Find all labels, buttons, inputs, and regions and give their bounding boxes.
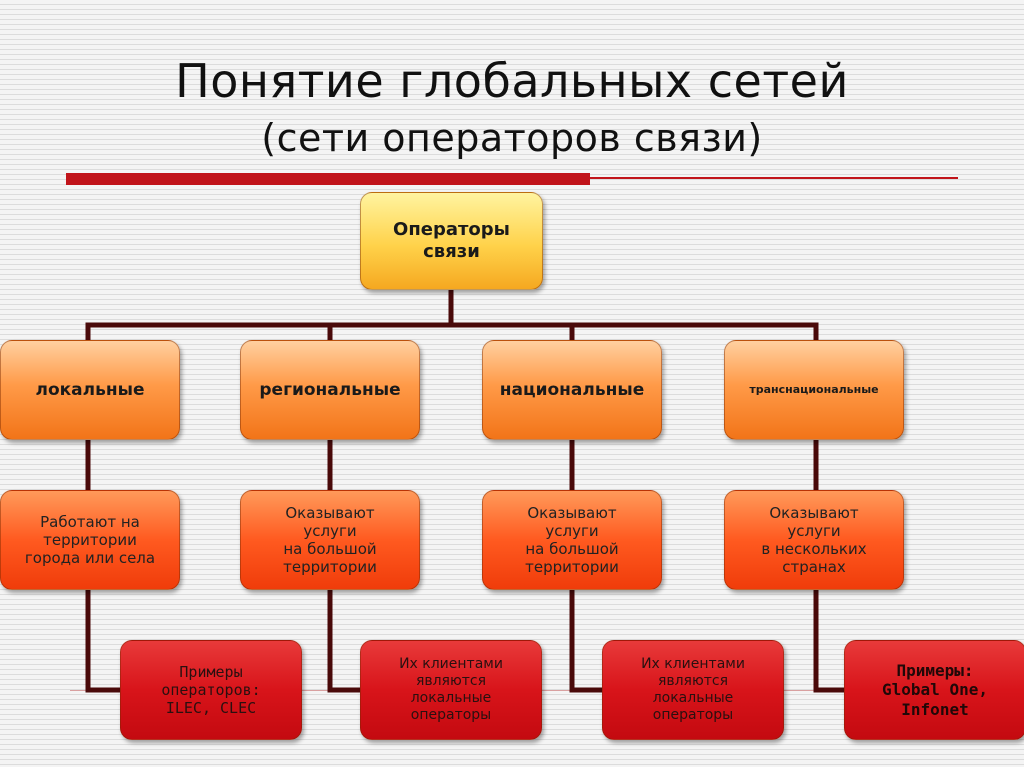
example-node-local: Примеры операторов: ILEC, CLEC xyxy=(120,640,302,740)
root-node-operators: Операторы связи xyxy=(360,192,543,290)
example-label: Примеры: Global One, Infonet xyxy=(882,661,988,719)
category-node-national: национальные xyxy=(482,340,662,440)
description-node-transnational: Оказывают услуги в нескольких странах xyxy=(724,490,904,590)
example-label: Их клиентами являются локальные оператор… xyxy=(641,656,745,723)
description-label: Оказывают услуги на большой территории xyxy=(283,504,377,576)
category-node-regional: региональные xyxy=(240,340,420,440)
category-node-local: локальные xyxy=(0,340,180,440)
category-label: локальные xyxy=(35,379,145,400)
description-node-national: Оказывают услуги на большой территории xyxy=(482,490,662,590)
category-label: национальные xyxy=(499,379,645,400)
example-label: Их клиентами являются локальные оператор… xyxy=(399,656,503,723)
category-node-transnational: транснациональные xyxy=(724,340,904,440)
title-underline-thin xyxy=(590,177,958,179)
page-title: Понятие глобальных сетей xyxy=(175,54,849,108)
example-node-national: Их клиентами являются локальные оператор… xyxy=(602,640,784,740)
root-node-label: Операторы связи xyxy=(393,219,510,262)
description-node-regional: Оказывают услуги на большой территории xyxy=(240,490,420,590)
category-label: региональные xyxy=(259,379,401,400)
page-subtitle: (сети операторов связи) xyxy=(261,116,763,160)
description-label: Оказывают услуги в нескольких странах xyxy=(761,504,867,576)
example-node-regional: Их клиентами являются локальные оператор… xyxy=(360,640,542,740)
category-label: транснациональные xyxy=(749,383,879,397)
description-label: Работают на территории города или села xyxy=(24,513,156,567)
description-node-local: Работают на территории города или села xyxy=(0,490,180,590)
description-label: Оказывают услуги на большой территории xyxy=(525,504,619,576)
example-node-transnational: Примеры: Global One, Infonet xyxy=(844,640,1024,740)
example-label: Примеры операторов: ILEC, CLEC xyxy=(161,663,261,717)
title-underline-thick xyxy=(66,173,590,185)
